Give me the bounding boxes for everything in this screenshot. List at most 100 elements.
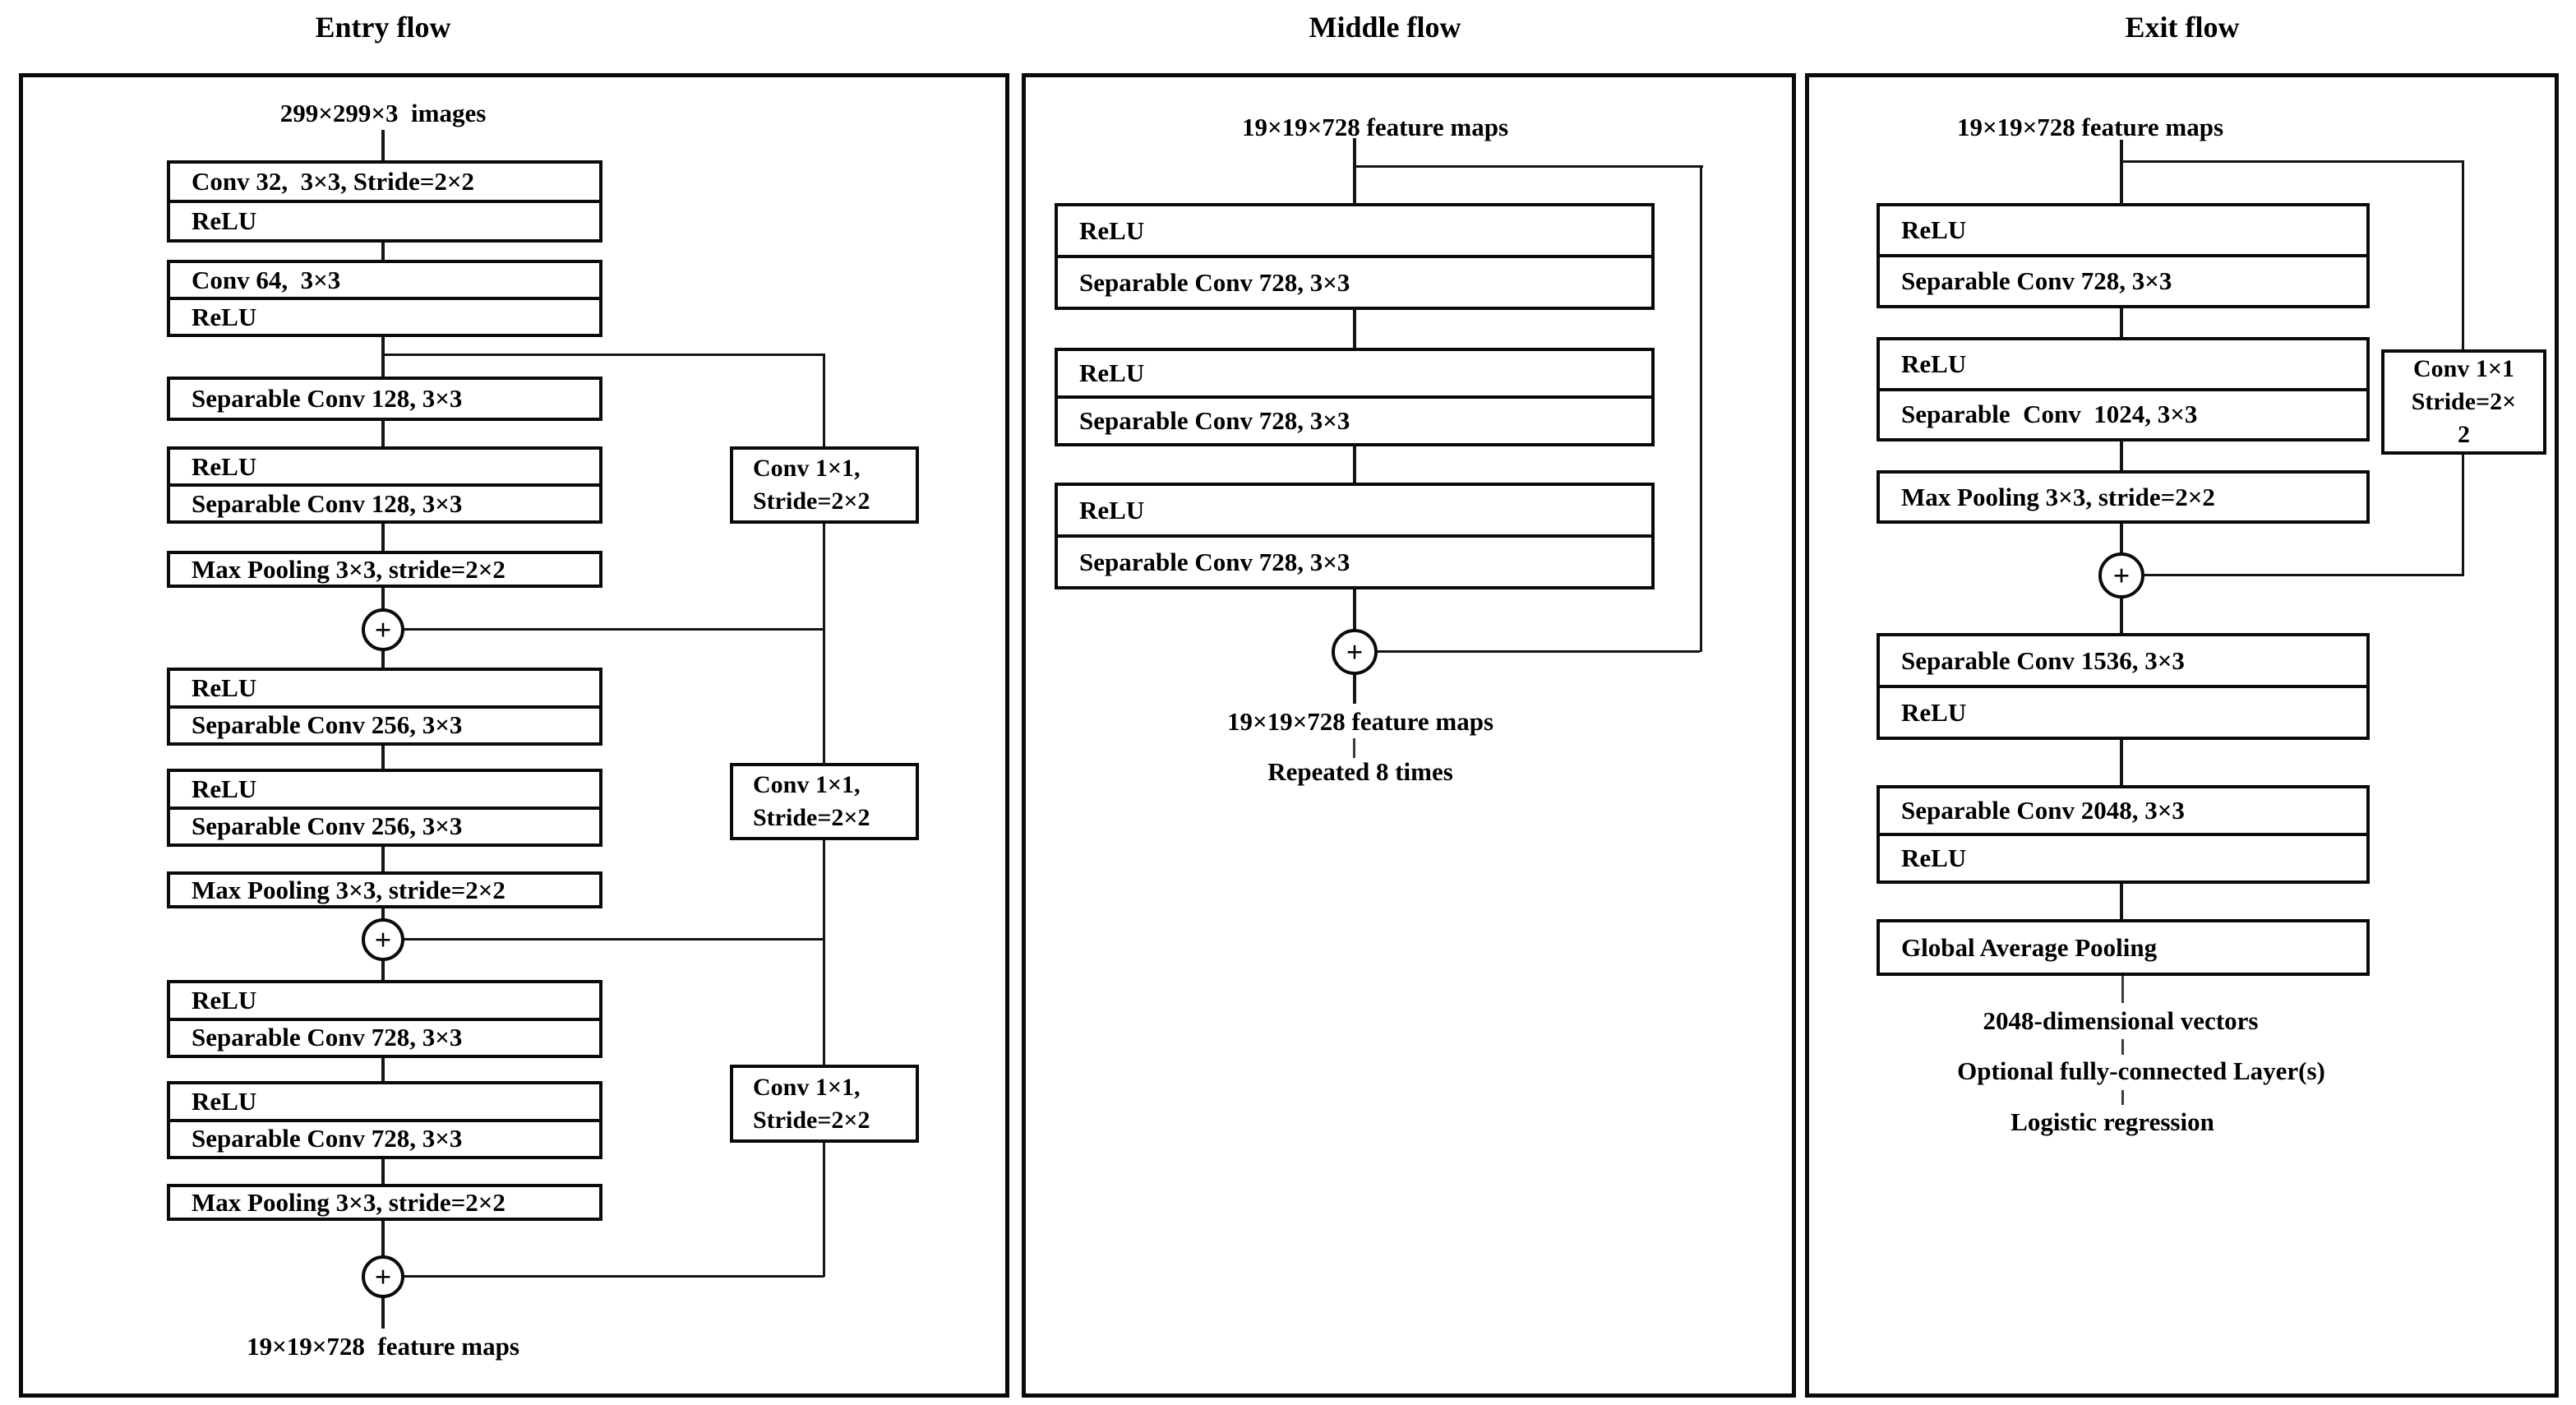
exit-block-maxpool: Max Pooling 3×3, stride=2×2: [1877, 470, 2370, 524]
merge-add-icon: +: [362, 1255, 404, 1298]
exit-block-sepconv1536: Separable Conv 1536, 3×3 ReLU: [1877, 633, 2370, 740]
middle-branch-line: [1355, 165, 1703, 168]
middle-flow-panel: [1022, 73, 1796, 1398]
layer-row: ReLU: [1079, 358, 1145, 387]
entry-block-sepconv256a: ReLU Separable Conv 256, 3×3: [167, 668, 602, 746]
layer-row: Separable Conv 128, 3×3: [192, 384, 463, 413]
entry-branch-line: [383, 354, 824, 356]
entry-merge3-tap-line: [383, 1275, 824, 1278]
exit-block-global-avg-pool: Global Average Pooling: [1877, 919, 2370, 976]
shortcut-line: Stride=2×2: [753, 804, 870, 831]
middle-output-label: 19×19×728 feature maps: [1226, 707, 1494, 736]
layer-row: Max Pooling 3×3, stride=2×2: [1901, 482, 2215, 511]
exit-fc-label: Optional fully-connected Layer(s): [1957, 1056, 2325, 1085]
layer-row: ReLU: [1901, 215, 1967, 244]
merge-add-icon: +: [2098, 552, 2144, 599]
layer-row: ReLU: [1901, 349, 1967, 378]
middle-block-sepconv728b: ReLU Separable Conv 728, 3×3: [1055, 348, 1655, 446]
exit-logistic-label: Logistic regression: [2010, 1107, 2214, 1136]
shortcut-line: Conv 1×1,: [753, 1073, 861, 1101]
layer-row: ReLU: [192, 774, 257, 803]
layer-row: Separable Conv 728, 3×3: [1058, 395, 1651, 443]
layer-row: Separable Conv 728, 3×3: [1058, 255, 1651, 307]
entry-merge2-tap-line: [383, 938, 824, 941]
entry-merge1-tap-line: [383, 628, 824, 631]
layer-row: Separable Conv 256, 3×3: [170, 705, 599, 743]
layer-row: Conv 32, 3×3, Stride=2×2: [192, 167, 475, 196]
entry-block-maxpool1: Max Pooling 3×3, stride=2×2: [167, 551, 602, 588]
layer-row: Separable Conv 256, 3×3: [170, 806, 599, 844]
layer-row: Separable Conv 1536, 3×3: [1901, 645, 2185, 675]
exit-label-connector-line: [2121, 1090, 2124, 1105]
exit-main-connector-line: [2120, 140, 2123, 919]
layer-row: Separable Conv 1024, 3×3: [1880, 387, 2366, 439]
exit-merge-tap-line: [2144, 574, 2464, 576]
exit-flow-title: Exit flow: [2125, 11, 2240, 44]
exit-vectors-label: 2048-dimensional vectors: [1983, 1006, 2259, 1035]
middle-shortcut-line: [1700, 165, 1702, 652]
exit-label-connector-line: [2121, 1039, 2124, 1055]
layer-row: Separable Conv 728, 3×3: [170, 1118, 599, 1157]
shortcut-line: Stride=2×2: [753, 1106, 870, 1134]
entry-block-maxpool3: Max Pooling 3×3, stride=2×2: [167, 1184, 602, 1221]
shortcut-line: Conv 1×1: [2413, 355, 2514, 382]
shortcut-line: Stride=2×2: [753, 488, 870, 515]
exit-block-sepconv1024: ReLU Separable Conv 1024, 3×3: [1877, 337, 2370, 441]
layer-row: Separable Conv 128, 3×3: [170, 483, 599, 520]
shortcut-line: Conv 1×1,: [753, 771, 861, 798]
layer-row: ReLU: [1880, 685, 2366, 737]
exit-branch-line: [2121, 160, 2463, 163]
exit-block-sepconv2048: Separable Conv 2048, 3×3 ReLU: [1877, 785, 2370, 884]
exit-block-sepconv728: ReLU Separable Conv 728, 3×3: [1877, 203, 2370, 308]
middle-block-sepconv728a: ReLU Separable Conv 728, 3×3: [1055, 203, 1655, 310]
layer-row: ReLU: [1880, 833, 2366, 880]
layer-row: Max Pooling 3×3, stride=2×2: [192, 875, 506, 904]
layer-row: ReLU: [1079, 215, 1145, 245]
middle-label-connector-line: [1353, 738, 1355, 758]
entry-block-sepconv256b: ReLU Separable Conv 256, 3×3: [167, 769, 602, 847]
entry-block-sepconv128a: Separable Conv 128, 3×3: [167, 377, 602, 421]
entry-output-label: 19×19×728 feature maps: [247, 1332, 519, 1361]
entry-shortcut-conv1: Conv 1×1, Stride=2×2: [730, 446, 919, 524]
layer-row: ReLU: [192, 985, 257, 1014]
shortcut-line: 2: [2458, 421, 2470, 448]
layer-row: ReLU: [192, 1086, 257, 1116]
layer-row: Separable Conv 728, 3×3: [170, 1017, 599, 1056]
shortcut-line: Stride=2×: [2411, 388, 2517, 415]
middle-block-sepconv728c: ReLU Separable Conv 728, 3×3: [1055, 483, 1655, 589]
exit-flow-panel: [1805, 73, 2559, 1398]
exit-input-label: 19×19×728 feature maps: [1956, 113, 2224, 141]
layer-row: ReLU: [192, 451, 257, 481]
exit-shortcut-conv: Conv 1×1 Stride=2× 2: [2381, 349, 2546, 455]
shortcut-line: Conv 1×1,: [753, 455, 861, 482]
entry-block-maxpool2: Max Pooling 3×3, stride=2×2: [167, 871, 602, 908]
layer-row: ReLU: [192, 672, 257, 702]
layer-row: ReLU: [170, 297, 599, 334]
middle-repeat-label: Repeated 8 times: [1267, 757, 1453, 786]
layer-row: Max Pooling 3×3, stride=2×2: [192, 1187, 506, 1217]
middle-flow-title: Middle flow: [1309, 11, 1461, 44]
entry-shortcut-conv2: Conv 1×1, Stride=2×2: [730, 763, 919, 840]
layer-row: ReLU: [170, 200, 599, 239]
layer-row: Conv 64, 3×3: [192, 265, 341, 294]
entry-block-sepconv728a: ReLU Separable Conv 728, 3×3: [167, 980, 602, 1058]
entry-input-label: 299×299×3 images: [279, 99, 487, 127]
entry-block-sepconv728b: ReLU Separable Conv 728, 3×3: [167, 1081, 602, 1159]
layer-row: ReLU: [1079, 495, 1145, 525]
entry-flow-title: Entry flow: [315, 11, 451, 44]
entry-flow-panel: [19, 73, 1009, 1398]
entry-block-conv32: Conv 32, 3×3, Stride=2×2 ReLU: [167, 160, 602, 243]
entry-block-sepconv128b: ReLU Separable Conv 128, 3×3: [167, 446, 602, 524]
merge-add-icon: +: [362, 918, 404, 961]
layer-row: Separable Conv 728, 3×3: [1880, 254, 2366, 305]
layer-row: Global Average Pooling: [1901, 932, 2158, 962]
exit-label-connector-line: [2121, 976, 2124, 1003]
merge-add-icon: +: [1332, 629, 1378, 675]
entry-shortcut-conv3: Conv 1×1, Stride=2×2: [730, 1065, 919, 1143]
middle-input-label: 19×19×728 feature maps: [1241, 113, 1509, 141]
entry-block-conv64: Conv 64, 3×3 ReLU: [167, 260, 602, 337]
middle-merge-tap-line: [1355, 650, 1700, 653]
layer-row: Max Pooling 3×3, stride=2×2: [192, 554, 506, 584]
merge-add-icon: +: [362, 608, 404, 651]
layer-row: Separable Conv 2048, 3×3: [1901, 796, 2185, 825]
